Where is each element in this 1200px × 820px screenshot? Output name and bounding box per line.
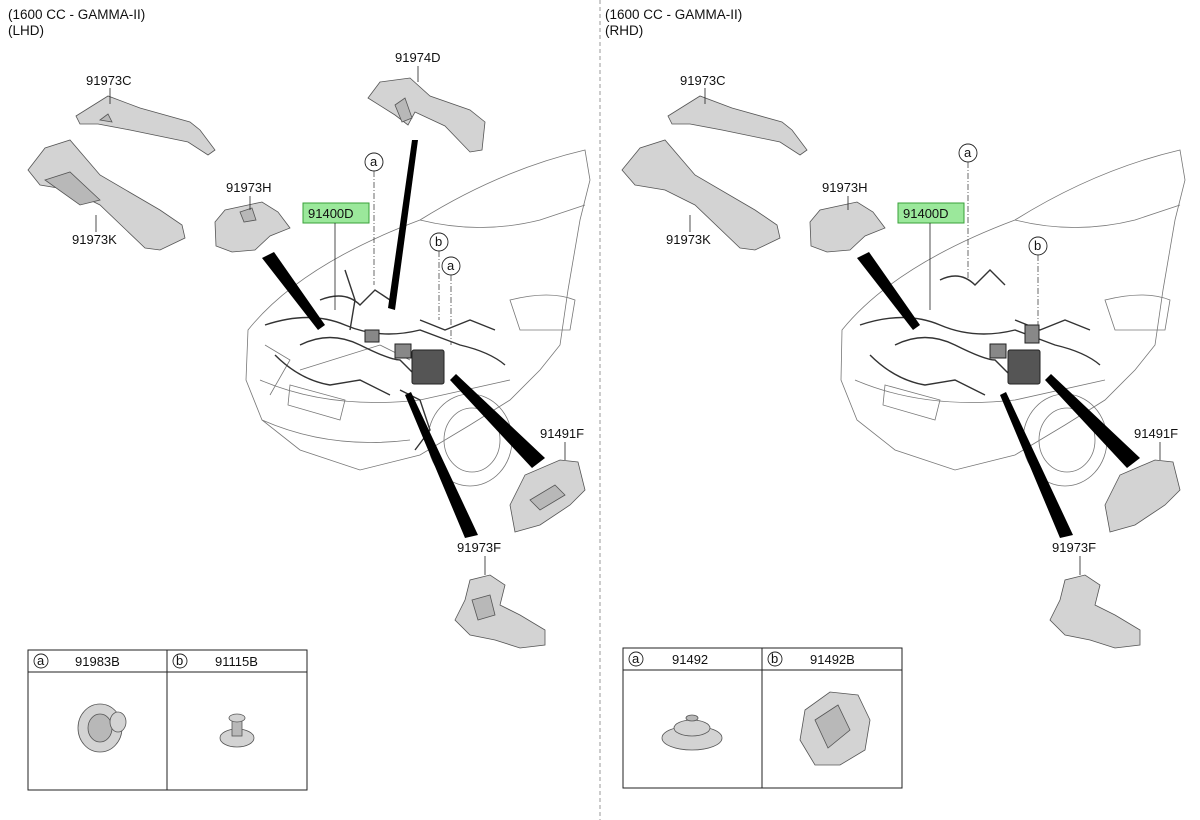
lhd-legend-table: a 91983B b 91115B — [27, 649, 308, 791]
lhd-wedge-91973H — [262, 252, 325, 330]
svg-text:a: a — [964, 145, 972, 160]
lhd-legend-key-a: a — [37, 653, 45, 668]
lhd-panel: (1600 CC - GAMMA-II) (LHD) 91973C 91973K… — [8, 7, 591, 791]
lhd-part-91400D[interactable]: 91400D — [302, 202, 370, 310]
lhd-legend-part-2[interactable]: 91115B — [215, 654, 258, 669]
rhd-part-91973K[interactable]: 91973K — [621, 139, 781, 251]
lhd-callout-a-top: a — [364, 152, 384, 285]
lhd-label-91973H[interactable]: 91973H — [226, 180, 272, 195]
lhd-callout-a-right: a — [441, 256, 461, 345]
rhd-part-91973C[interactable]: 91973C — [667, 73, 808, 156]
rhd-wedge-91491F — [1045, 374, 1140, 468]
rhd-label-91491F[interactable]: 91491F — [1134, 426, 1178, 441]
lhd-wedge-91974D — [388, 140, 418, 310]
svg-text:a: a — [370, 154, 378, 169]
rhd-legend-key-a: a — [632, 651, 640, 666]
lhd-wedge-91973F — [405, 392, 478, 538]
lhd-wiring-harness — [264, 269, 506, 451]
rhd-wedge-91973F — [1000, 392, 1073, 538]
rhd-legend-key-b: b — [771, 651, 778, 666]
rhd-grommet-91492-image — [661, 714, 723, 751]
rhd-label-91973H[interactable]: 91973H — [822, 180, 868, 195]
svg-text:b: b — [435, 234, 442, 249]
lhd-header-line1: (1600 CC - GAMMA-II) — [8, 7, 145, 22]
rhd-label-91973C[interactable]: 91973C — [680, 73, 726, 88]
lhd-label-91973F[interactable]: 91973F — [457, 540, 501, 555]
lhd-legend-key-b: b — [176, 653, 183, 668]
rhd-callout-a: a — [958, 143, 978, 280]
rhd-label-91973K[interactable]: 91973K — [666, 232, 711, 247]
rhd-callout-b: b — [1028, 236, 1048, 325]
lhd-label-91974D[interactable]: 91974D — [395, 50, 441, 65]
lhd-grommet-91983B-image — [77, 703, 127, 753]
rhd-part-91973F[interactable]: 91973F — [1049, 540, 1141, 649]
rhd-grommet-91492B-image — [799, 691, 871, 766]
rhd-wedge-91973H — [857, 252, 920, 330]
rhd-header-line2: (RHD) — [605, 23, 643, 38]
lhd-legend-part-1[interactable]: 91983B — [75, 654, 120, 669]
lhd-part-91974D[interactable]: 91974D — [367, 50, 486, 153]
rhd-part-91491F[interactable]: 91491F — [1104, 426, 1181, 533]
lhd-callout-b: b — [429, 232, 449, 320]
rhd-legend-table: a 91492 b 91492B — [622, 647, 903, 789]
lhd-label-91491F[interactable]: 91491F — [540, 426, 584, 441]
lhd-label-91973K[interactable]: 91973K — [72, 232, 117, 247]
rhd-part-91400D[interactable]: 91400D — [897, 202, 965, 310]
svg-text:a: a — [447, 258, 455, 273]
svg-text:b: b — [1034, 238, 1041, 253]
lhd-label-91400D[interactable]: 91400D — [308, 206, 354, 221]
rhd-header-line1: (1600 CC - GAMMA-II) — [605, 7, 742, 22]
lhd-clip-91115B-image — [219, 713, 255, 748]
rhd-part-91973H[interactable]: 91973H — [809, 180, 886, 253]
rhd-label-91973F[interactable]: 91973F — [1052, 540, 1096, 555]
lhd-part-91973F[interactable]: 91973F — [454, 540, 546, 649]
rhd-wiring-harness — [859, 269, 1101, 396]
lhd-label-91973C[interactable]: 91973C — [86, 73, 132, 88]
rhd-panel: (1600 CC - GAMMA-II) (RHD) 91973C 91973K… — [605, 7, 1186, 789]
lhd-part-91491F[interactable]: 91491F — [509, 426, 586, 533]
rhd-legend-part-2[interactable]: 91492B — [810, 652, 855, 667]
rhd-legend-part-1[interactable]: 91492 — [672, 652, 708, 667]
lhd-vehicle-outline — [245, 149, 591, 487]
lhd-wedge-91491F — [450, 374, 545, 468]
lhd-part-91973K[interactable]: 91973K — [27, 139, 186, 251]
rhd-label-91400D[interactable]: 91400D — [903, 206, 949, 221]
lhd-header-line2: (LHD) — [8, 23, 44, 38]
lhd-part-91973H[interactable]: 91973H — [214, 180, 291, 253]
lhd-part-91973C[interactable]: 91973C — [75, 73, 216, 156]
